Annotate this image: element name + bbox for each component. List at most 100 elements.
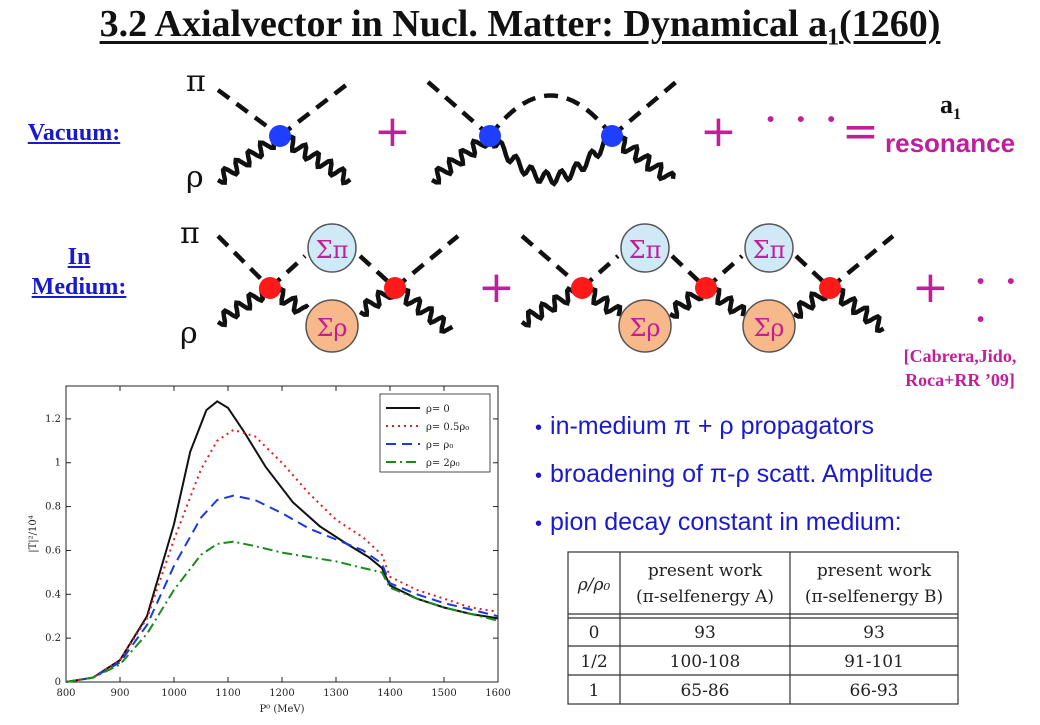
x-tick-label: 1200: [269, 688, 294, 699]
rho-line: [276, 134, 352, 186]
series-line: [65, 540, 499, 683]
citation-line1: [Cabrera,Jido,: [903, 346, 1017, 366]
rho-line: [216, 130, 283, 185]
table-cell: 1: [589, 681, 600, 701]
resonance-label: resonance: [885, 128, 1016, 158]
pion-line: [828, 234, 895, 290]
plus-sign: +: [478, 262, 515, 313]
table-cell: 65-86: [680, 681, 729, 701]
table-frame: [567, 551, 959, 705]
table-cell: 91-101: [844, 652, 904, 672]
series-line: [65, 428, 499, 683]
pi-label-medium: π: [180, 216, 200, 251]
legend-label: ρ= 2ρ₀: [426, 458, 460, 469]
pi-label-vacuum: π: [186, 64, 206, 99]
sigma-pi-label: Σπ: [316, 236, 349, 264]
y-tick-label: 0.8: [45, 502, 61, 513]
table-svg: ρ/ρ₀ present work (π-selfenergy A) prese…: [567, 551, 959, 705]
a1-symbol: a1: [940, 90, 961, 124]
series-line: [65, 494, 499, 683]
medium-label-line2: Medium:: [31, 274, 127, 300]
sigma-pi-label: Σπ: [753, 236, 786, 264]
citation-line2: Roca+RR ’09]: [905, 370, 1015, 390]
y-tick-label: 0: [55, 677, 61, 688]
pion-loop-line: [488, 93, 614, 138]
feynman-diagrams: Σπ Σρ Σπ Σπ Σρ Σρ: [216, 80, 895, 353]
table-header: ρ/ρ₀: [577, 575, 611, 595]
pion-line: [216, 88, 282, 138]
rho-line: [608, 135, 676, 182]
pion-line: [278, 80, 352, 138]
plus-sign: +: [374, 106, 411, 157]
decay-constant-table: ρ/ρ₀ present work (π-selfenergy A) prese…: [562, 548, 962, 708]
table-cell: 100-108: [670, 652, 741, 672]
y-tick-label: 1.2: [45, 414, 61, 425]
ellipsis: · · ·: [975, 262, 1021, 338]
x-tick-label: 1400: [377, 688, 402, 699]
rho-label-medium: ρ: [180, 316, 198, 351]
sigma-rho-label: Σρ: [629, 314, 660, 342]
table-cell: 93: [863, 623, 885, 643]
vacuum-label: Vacuum:: [27, 120, 121, 146]
legend-label: ρ= 0.5ρ₀: [426, 422, 469, 433]
sigma-rho-label: Σρ: [316, 314, 347, 342]
table-header: (π-selfenergy B): [805, 587, 943, 607]
y-axis-label: |T|²/10⁴: [28, 515, 39, 553]
table-header: present work: [648, 561, 763, 581]
vertex-dot: [479, 125, 501, 147]
pion-line: [358, 254, 397, 290]
bullet-item: •in-medium π + ρ propagators: [535, 412, 874, 440]
vertex-dot: [695, 277, 717, 299]
x-tick-label: 800: [56, 688, 75, 699]
sigma-rho-blob: [742, 299, 796, 353]
vertex-dot: [571, 277, 593, 299]
x-axis-label: P⁰ (MeV): [259, 704, 304, 715]
sigma-rho-label: Σρ: [753, 314, 784, 342]
equals-sign: =: [842, 106, 879, 157]
sigma-pi-blob: [744, 223, 794, 273]
table-cell: 0: [589, 623, 600, 643]
pion-line: [216, 234, 272, 290]
pion-line: [794, 254, 832, 290]
table-cell: 93: [694, 623, 716, 643]
rho-line: [391, 287, 454, 334]
vertex-dot: [384, 277, 406, 299]
sigma-rho-blob: [618, 299, 672, 353]
legend-label: ρ= 0: [426, 404, 450, 415]
x-tick-label: 1300: [323, 688, 348, 699]
pion-line: [670, 254, 708, 290]
rho-line: [520, 284, 584, 328]
legend-label: ρ= ρ₀: [426, 440, 453, 451]
y-tick-label: 1: [55, 458, 61, 469]
rho-loop-line: [487, 133, 614, 187]
y-tick-label: 0.4: [45, 589, 61, 600]
x-tick-label: 1600: [485, 688, 510, 699]
plus-sign: +: [700, 106, 737, 157]
medium-label: In Medium:: [4, 242, 154, 302]
vacuum-diagram-loop: [426, 80, 678, 187]
citation: [Cabrera,Jido, Roca+RR ’09]: [880, 344, 1040, 392]
x-tick-label: 1500: [431, 688, 456, 699]
vertex-dot: [269, 125, 291, 147]
pion-line: [610, 80, 678, 138]
sigma-pi-blob: [620, 223, 670, 273]
y-tick-label: 0.6: [45, 545, 61, 556]
slide-title: 3.2 Axialvector in Nucl. Matter: Dynamic…: [99, 3, 941, 51]
x-tick-label: 900: [110, 688, 129, 699]
rho-label-vacuum: ρ: [186, 160, 204, 195]
table-cell: 1/2: [580, 652, 607, 672]
sigma-pi-blob: [307, 223, 357, 273]
pion-line: [426, 80, 492, 138]
bullet-item: •pion decay constant in medium:: [535, 508, 902, 536]
medium-label-line1: In: [67, 244, 91, 270]
x-tick-label: 1000: [161, 688, 186, 699]
pion-line: [393, 234, 460, 290]
sigma-rho-blob: [305, 299, 359, 353]
series-line: [65, 400, 499, 683]
vertex-dot: [259, 277, 281, 299]
rho-line: [826, 287, 885, 334]
plus-sign: +: [912, 262, 949, 313]
x-tick-label: 1100: [215, 688, 240, 699]
